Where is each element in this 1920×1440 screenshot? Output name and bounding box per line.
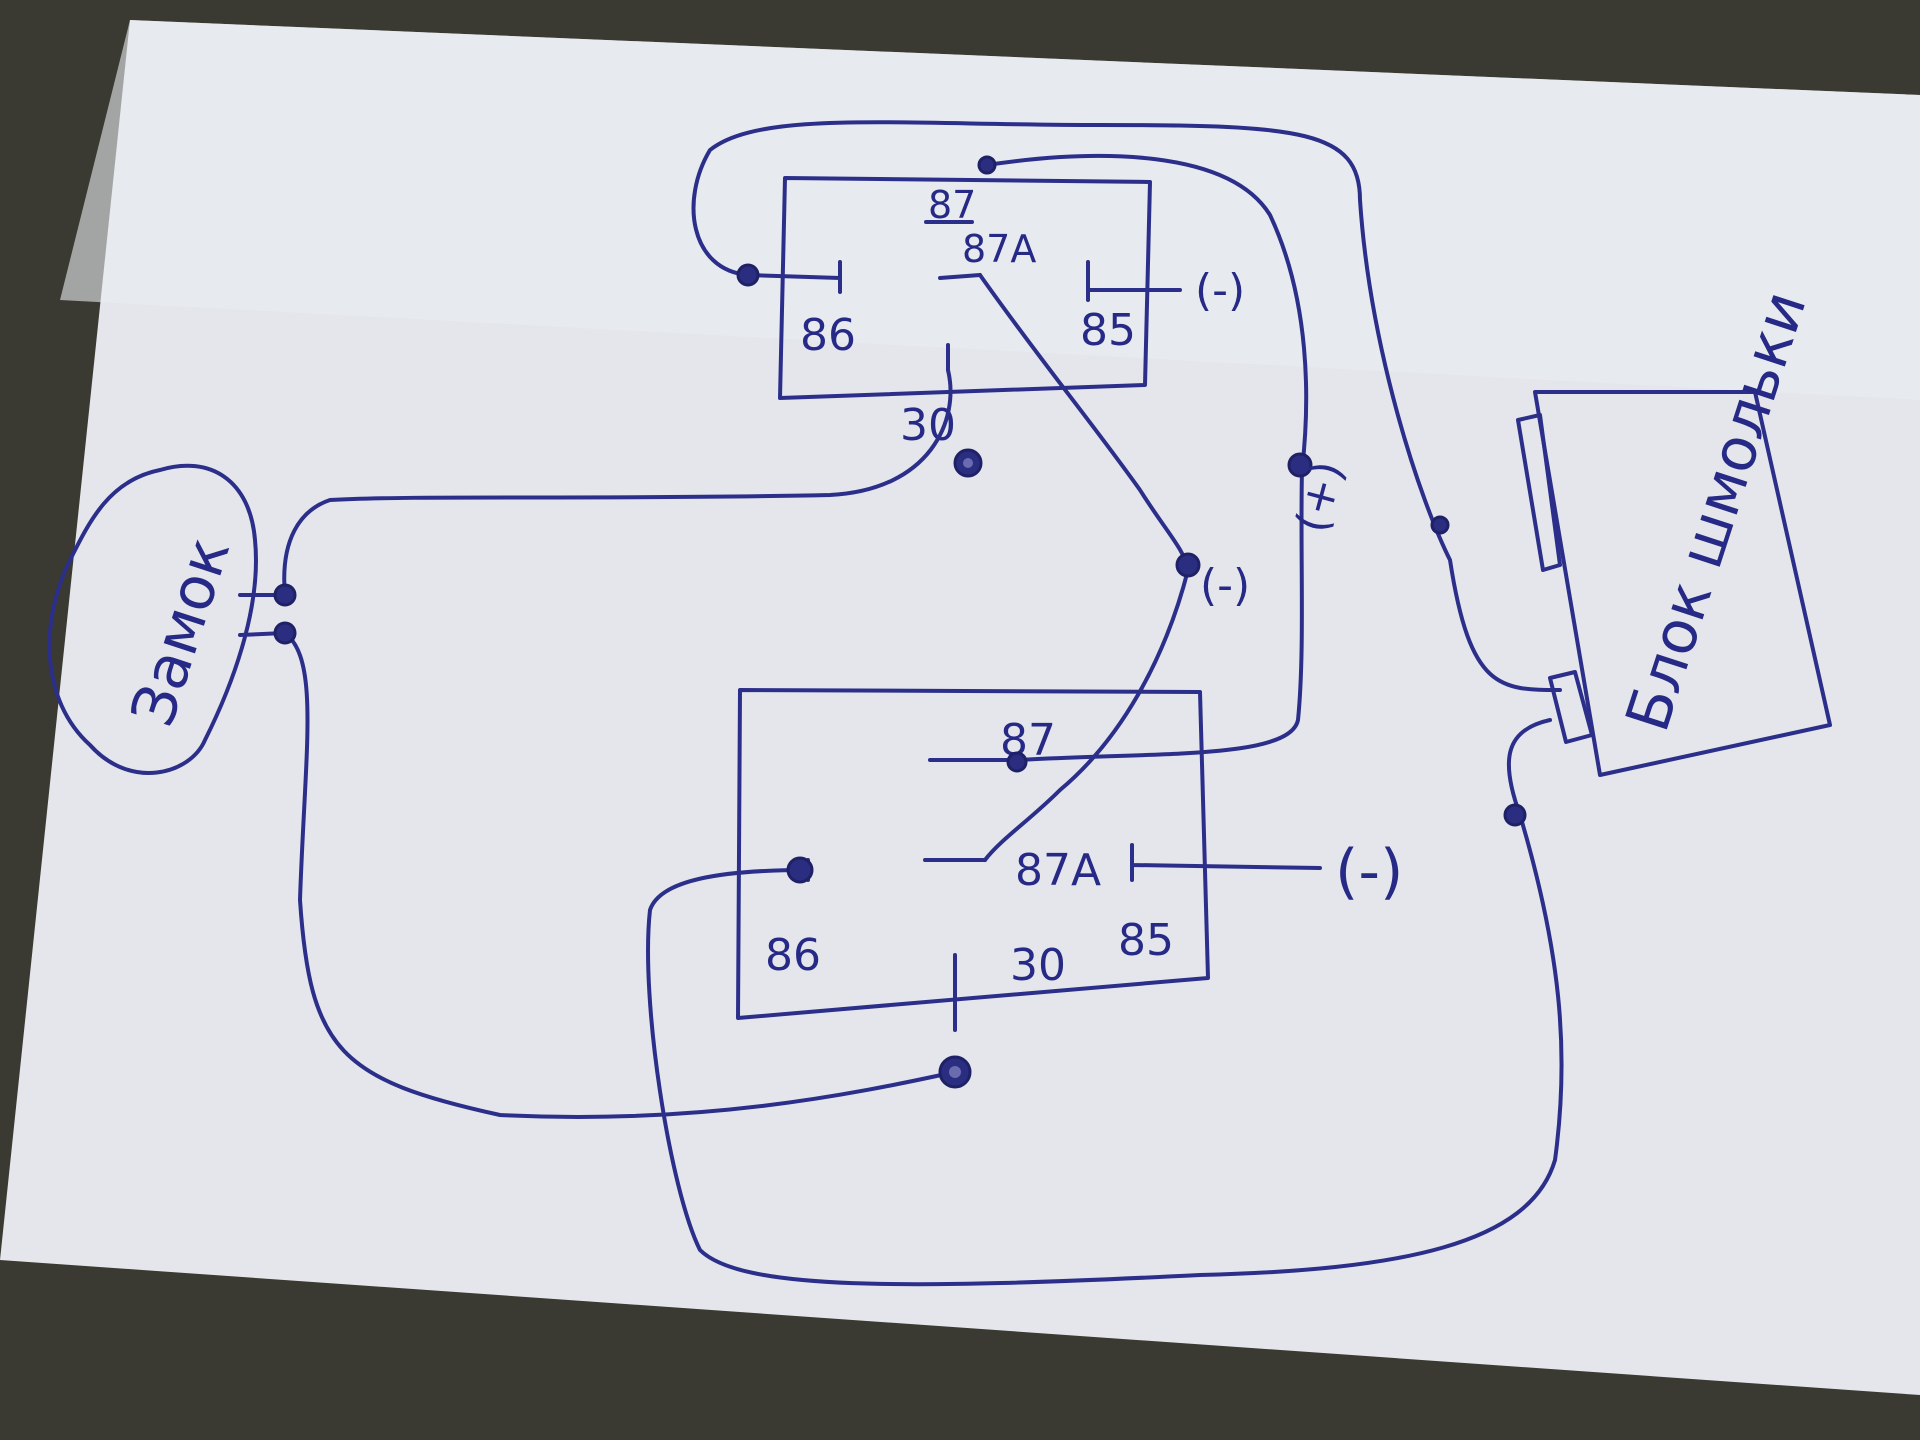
relay-top-pin-87-label: 87 (928, 183, 976, 227)
wire-bottom-86-to-ignition (646, 718, 1564, 1287)
wire-top-30-to-lock (282, 368, 953, 597)
wire-minus-label: (-) (1200, 560, 1250, 611)
node-bottom-86 (786, 856, 814, 884)
wire-lock-to-bottom-30 (283, 631, 957, 1119)
node-lock-a (273, 583, 297, 607)
relay-top-pin-87a-label: 87А (962, 227, 1036, 271)
relay-top-pin-86-label: 86 (800, 310, 856, 361)
node-ignition-lower (1503, 803, 1527, 827)
ignition-block-outline (1533, 390, 1832, 777)
junction-nodes (273, 155, 1527, 1089)
relay-top-pin-30-label: 30 (900, 400, 956, 451)
relay-bottom-pin-86-label: 86 (765, 930, 821, 981)
wire-minus-node-to-bottom-87a (983, 568, 1190, 862)
node-top-86 (736, 263, 760, 287)
relay-bottom-pin-30-label: 30 (1010, 940, 1066, 991)
lock-outline (47, 463, 258, 775)
wires (282, 120, 1564, 1287)
relay-bottom-pin-87a-label: 87А (1015, 845, 1101, 896)
relay-bottom-pin-85-label: 85 (1118, 915, 1174, 966)
relay-top-pin-85-label: 85 (1080, 305, 1136, 356)
wire-top-87a-to-minus-node (978, 273, 1190, 572)
node-bottom-87 (1006, 751, 1028, 773)
node-lock-b (273, 621, 297, 645)
relay-bottom-body (736, 688, 1210, 1020)
relay-top-ground-label: (-) (1195, 265, 1245, 316)
wire-top-86-to-ignition (691, 120, 1562, 692)
node-ignition-upper (1430, 515, 1450, 535)
relay-top-body (778, 176, 1152, 400)
node-minus (1175, 552, 1201, 578)
node-plus (1287, 452, 1313, 478)
node-top-87 (977, 155, 997, 175)
relay-top: 87 87А 86 85 30 (-) (746, 176, 1245, 451)
relay-bottom-ground-label: (-) (1335, 837, 1403, 907)
